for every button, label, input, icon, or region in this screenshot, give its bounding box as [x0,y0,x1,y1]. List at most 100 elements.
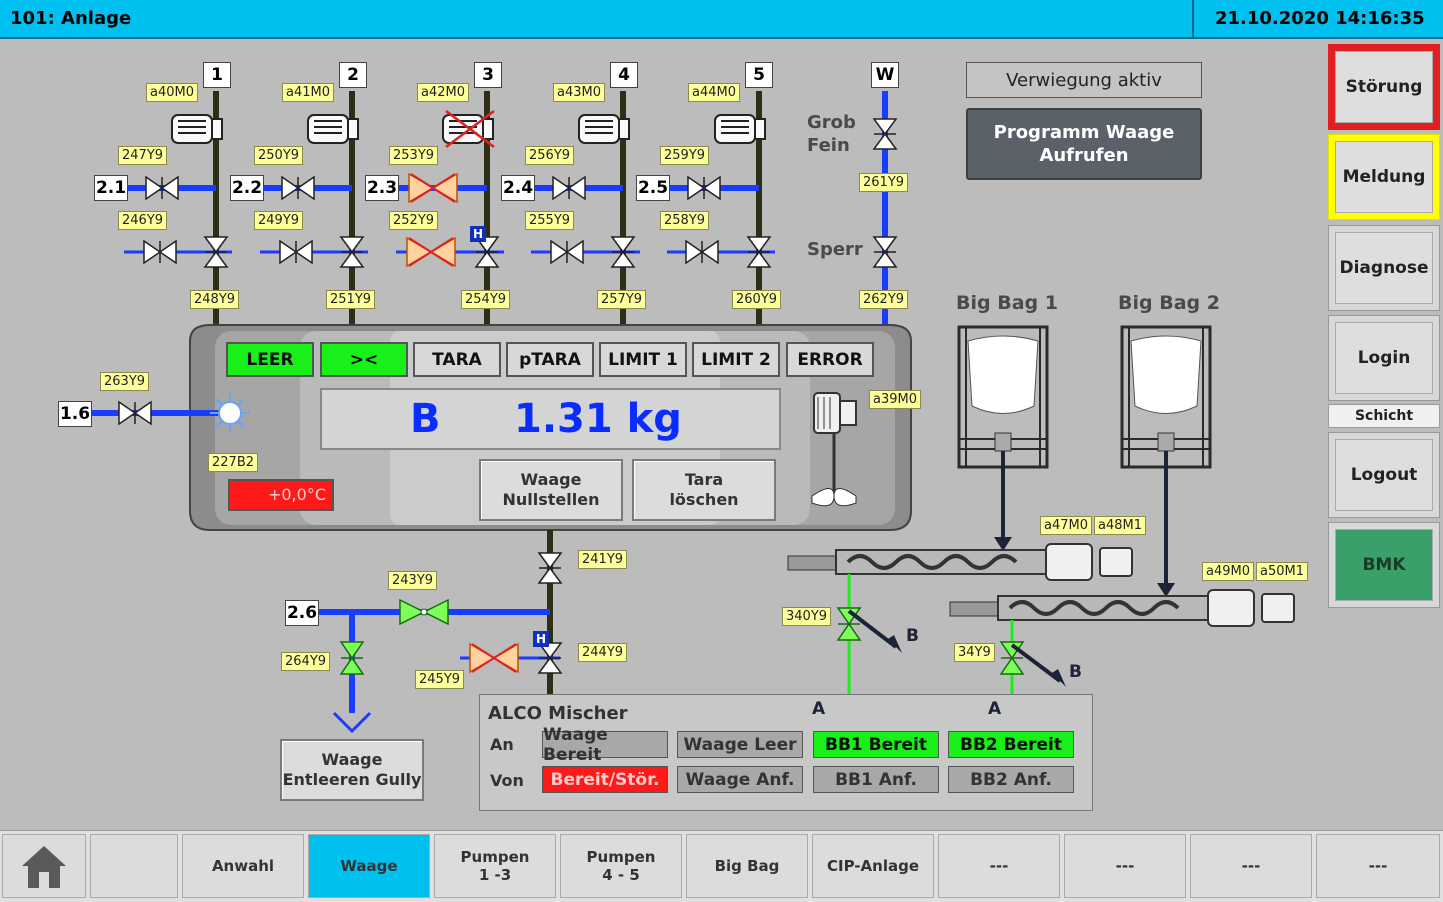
motor-tag-a50m1[interactable]: a50M1 [1256,562,1308,581]
program-button-line1: Programm Waage [993,122,1175,143]
valve-tag-249y9[interactable]: 249Y9 [254,211,304,230]
nav-cip-anlage[interactable]: CIP-Anlage [812,834,934,898]
valve-tag-340y9[interactable]: 340Y9 [782,607,832,626]
nav-big-bag[interactable]: Big Bag [686,834,808,898]
meldung-label: Meldung [1335,141,1433,213]
indicator-error: ERROR [786,342,874,377]
valve-tag-263y9[interactable]: 263Y9 [100,372,150,391]
an-waage-bereit: Waage Bereit [542,725,668,765]
nav-empty-2[interactable]: --- [1064,834,1186,898]
empty-to-gully-button[interactable]: Waage Entleeren Gully [280,739,424,801]
von-bb2-anf: BB2 Anf. [948,766,1074,793]
pump-2-number[interactable]: 2 [339,62,367,88]
diagnose-label: Diagnose [1335,232,1433,304]
motor-tag-5[interactable]: a44M0 [688,83,740,102]
valve-tag-252y9[interactable]: 252Y9 [389,211,439,230]
valve-tag-250y9[interactable]: 250Y9 [254,146,304,165]
line-label-2-6: 2.6 [285,600,319,626]
valve-tag-258y9[interactable]: 258Y9 [660,211,710,230]
valve-tag-244y9[interactable]: 244Y9 [578,643,628,662]
valve-tag-246y9[interactable]: 246Y9 [118,211,168,230]
von-label: Von [490,771,524,790]
valve-tag-254y9[interactable]: 254Y9 [461,290,511,309]
bb1-outlet-a: A [812,699,826,719]
login-button[interactable]: Login [1328,315,1440,401]
pump-1-number[interactable]: 1 [203,62,231,88]
logout-button[interactable]: Logout [1328,432,1440,518]
valve-tag-262y9[interactable]: 262Y9 [859,290,909,309]
motor-tag-a48m1[interactable]: a48M1 [1094,516,1146,535]
line-label-2-5: 2.5 [636,175,670,201]
valve-tag-34y9[interactable]: 34Y9 [954,643,995,662]
pump-3-number[interactable]: 3 [474,62,502,88]
temp-sensor-tag[interactable]: 227B2 [208,453,259,472]
big-bag-1-title: Big Bag 1 [956,292,1058,314]
stoerung-label: Störung [1335,51,1433,123]
gully-button-line1: Waage [321,750,383,769]
valve-tag-245y9[interactable]: 245Y9 [415,670,465,689]
weighing-status: Verwiegung aktiv [966,62,1202,98]
water-label[interactable]: W [871,62,899,88]
valve-tag-259y9[interactable]: 259Y9 [660,146,710,165]
clear-tare-button[interactable]: Tara löschen [632,459,776,521]
bb1-outlet-b: B [906,626,919,646]
valve-tag-243y9[interactable]: 243Y9 [388,571,438,590]
nav-empty-4[interactable]: --- [1316,834,1440,898]
hold-icon-discharge: H [533,631,549,647]
alco-mixer-panel: ALCO Mischer A A An Von Waage Bereit Waa… [479,694,1093,811]
grob-label: Grob [807,112,856,133]
zero-scale-button[interactable]: Waage Nullstellen [479,459,623,521]
diagnose-button[interactable]: Diagnose [1328,225,1440,311]
nav-waage[interactable]: Waage [308,834,430,898]
line-label-2-4: 2.4 [501,175,535,201]
valve-tag-255y9[interactable]: 255Y9 [525,211,575,230]
meldung-button[interactable]: Meldung [1328,134,1440,220]
pump-4-number[interactable]: 4 [610,62,638,88]
weight-mode: B [410,396,441,442]
motor-tag-4[interactable]: a43M0 [553,83,605,102]
nav-pumpen-1-3[interactable]: Pumpen 1 -3 [434,834,556,898]
von-waage-anf: Waage Anf. [677,766,803,793]
nav-empty-1[interactable]: --- [938,834,1060,898]
valve-tag-261y9[interactable]: 261Y9 [859,173,909,192]
big-bag-2-title: Big Bag 2 [1118,292,1220,314]
valve-tag-260y9[interactable]: 260Y9 [732,290,782,309]
temperature-value: +0,0°C [228,479,334,511]
home-icon [22,846,66,888]
line-label-2-2: 2.2 [230,175,264,201]
fein-label: Fein [807,135,850,156]
home-button[interactable] [2,834,86,898]
bmk-button[interactable]: BMK [1328,522,1440,608]
motor-tag-3[interactable]: a42M0 [417,83,469,102]
shift-label: Schicht [1328,404,1440,428]
valve-tag-256y9[interactable]: 256Y9 [525,146,575,165]
valve-tag-251y9[interactable]: 251Y9 [326,290,376,309]
pump-5-number[interactable]: 5 [745,62,773,88]
stoerung-button[interactable]: Störung [1328,44,1440,130]
header-divider [1192,0,1194,39]
nav-blank[interactable] [90,834,178,898]
program-button-line2: Aufrufen [1039,145,1129,166]
nav-pumpen-4-5[interactable]: Pumpen 4 - 5 [560,834,682,898]
nav-empty-3[interactable]: --- [1190,834,1312,898]
motor-tag-a49m0[interactable]: a49M0 [1202,562,1254,581]
valve-tag-264y9[interactable]: 264Y9 [281,652,331,671]
valve-tag-248y9[interactable]: 248Y9 [190,290,240,309]
valve-tag-247y9[interactable]: 247Y9 [118,146,168,165]
gully-button-line2: Entleeren Gully [282,770,422,789]
von-bb1-anf: BB1 Anf. [813,766,939,793]
agitator-tag[interactable]: a39M0 [869,390,921,409]
motor-tag-a47m0[interactable]: a47M0 [1040,516,1092,535]
weight-display: B 1.31 kg [320,388,781,450]
motor-tag-2[interactable]: a41M0 [282,83,334,102]
nav-anwahl[interactable]: Anwahl [182,834,304,898]
line-label-2-3: 2.3 [365,175,399,201]
logout-label: Logout [1335,439,1433,511]
motor-tag-1[interactable]: a40M0 [146,83,198,102]
indicator-stable: >< [320,342,408,377]
valve-tag-257y9[interactable]: 257Y9 [597,290,647,309]
valve-tag-241y9[interactable]: 241Y9 [578,550,628,569]
title-bar: 101: Anlage 21.10.2020 14:16:35 [0,0,1443,39]
program-scale-button[interactable]: Programm Waage Aufrufen [966,108,1202,180]
valve-tag-253y9[interactable]: 253Y9 [389,146,439,165]
